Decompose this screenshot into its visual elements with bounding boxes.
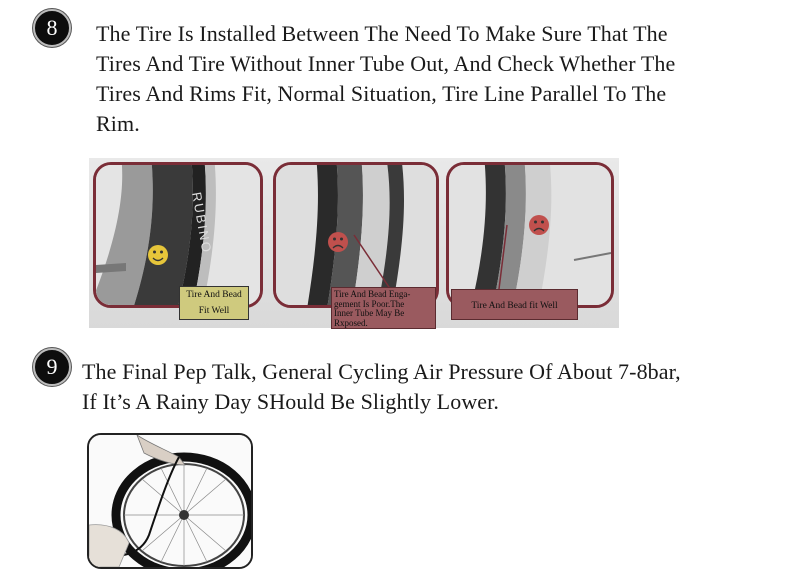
step-8-line-2: Tires And Tire Without Inner Tube Out, A… — [96, 51, 676, 76]
caption-fit-well-2: Tire And Bead fit Well — [451, 289, 578, 320]
sad-face-icon — [529, 215, 549, 235]
wheel-inflation-photo — [87, 433, 253, 569]
step-8-line-3: Tires And Rims Fit, Normal Situation, Ti… — [96, 81, 667, 106]
step-8-number: 8 — [46, 15, 58, 40]
caption-poor-line-1: Tire And Bead Enga- — [334, 289, 411, 299]
tire-fit-panel-3 — [446, 162, 614, 308]
step-9-number: 9 — [46, 354, 58, 379]
step-8-line-4: Rim. — [96, 111, 140, 136]
smiley-face-icon — [148, 245, 168, 265]
step-9-badge: 9 — [33, 348, 71, 386]
step-8-text: The Tire Is Installed Between The Need T… — [96, 19, 675, 139]
tire-fit-photo-strip: RUBINO — [89, 158, 619, 329]
tire-fit-photo-1: RUBINO — [96, 165, 260, 305]
sad-face-icon — [328, 232, 348, 252]
caption-poor-line-4: Rxposed. — [334, 317, 368, 328]
tire-fit-photo-3 — [449, 165, 611, 305]
tire-fit-photo-2 — [276, 165, 436, 305]
caption-fit-well: Tire And Bead Fit Well — [179, 286, 249, 320]
tire-fit-panel-2 — [273, 162, 439, 308]
caption-poor-engagement: Tire And Bead Enga- gement Is Poor.The I… — [331, 287, 436, 329]
step-9-text: The Final Pep Talk, General Cycling Air … — [82, 357, 681, 417]
caption-poor-line-3: Inner Tube May Be — [334, 308, 405, 318]
step-9-line-1: The Final Pep Talk, General Cycling Air … — [82, 359, 681, 384]
caption-fit-well-line-1: Tire And Bead — [186, 290, 242, 300]
step-8-badge: 8 — [33, 9, 71, 47]
caption-poor-line-2: gement Is Poor.The — [334, 298, 405, 309]
step-8-line-1: The Tire Is Installed Between The Need T… — [96, 21, 668, 46]
step-9-line-2: If It’s A Rainy Day SHould Be Slightly L… — [82, 389, 499, 414]
wheel-inflation-illustration — [89, 435, 251, 567]
caption-fit-well-line-2: Fit Well — [198, 306, 230, 316]
tire-fit-panel-1: RUBINO — [93, 162, 263, 308]
